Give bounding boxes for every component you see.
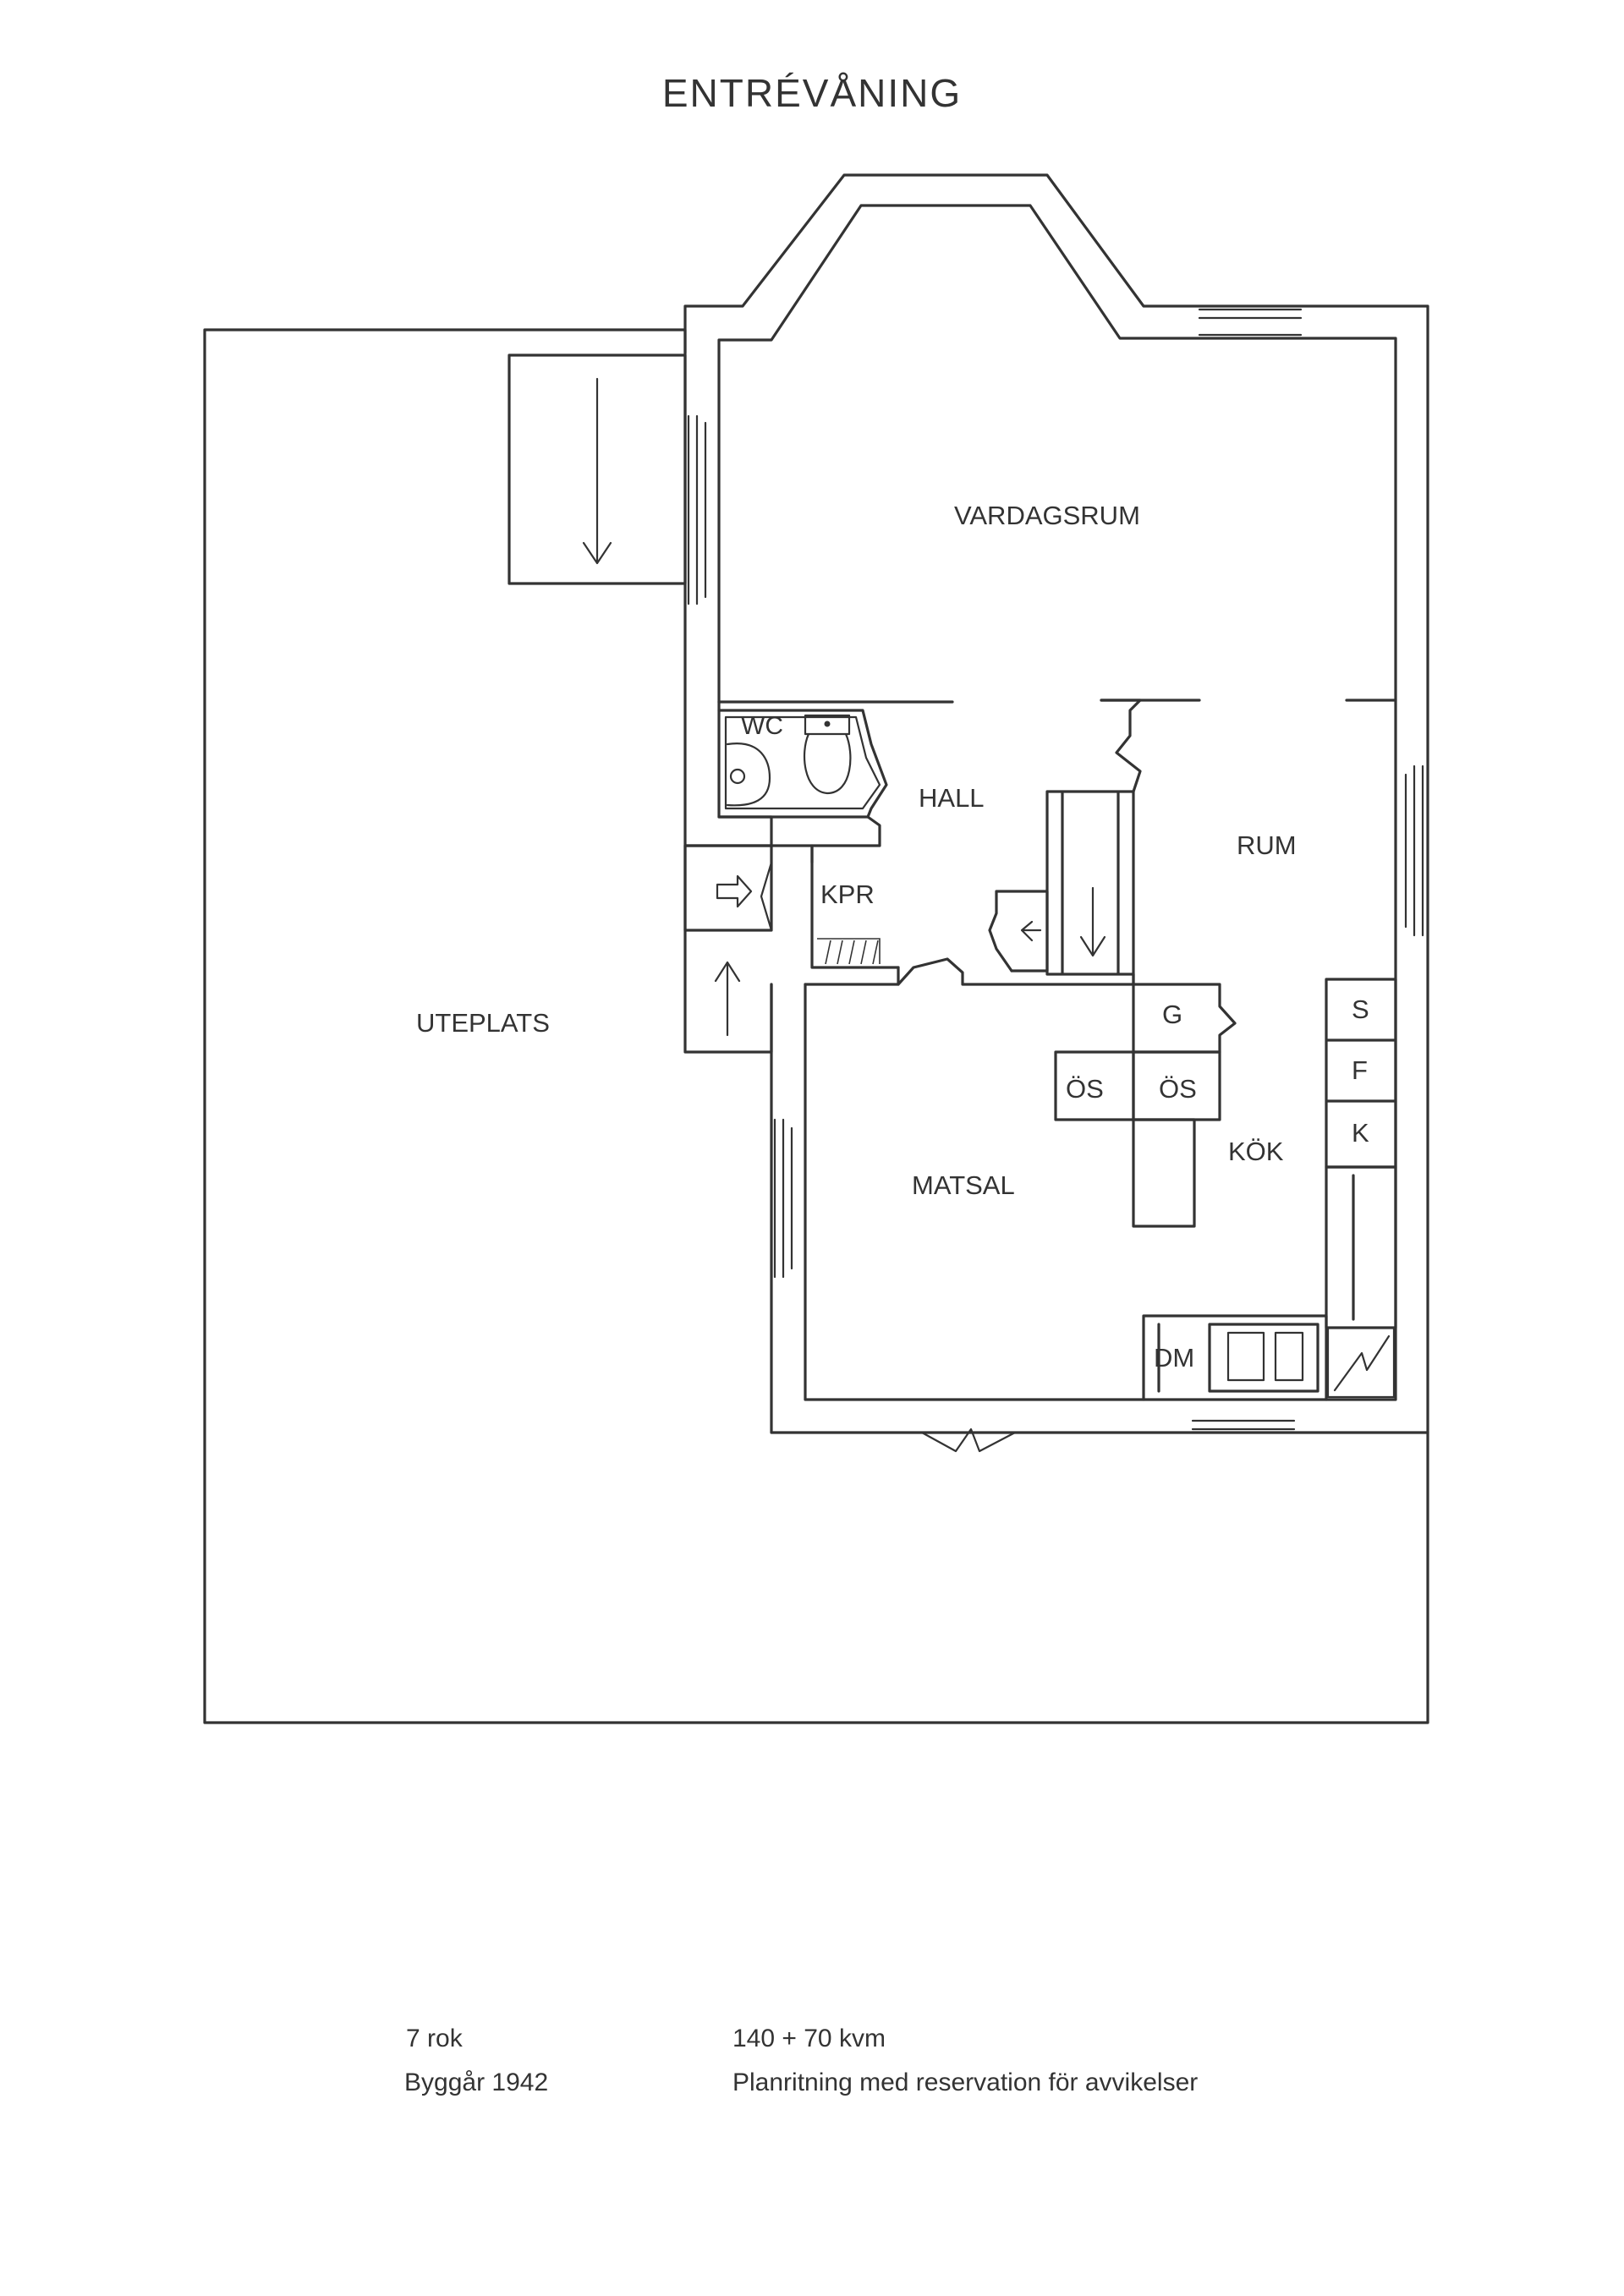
room-kok-label: KÖK	[1228, 1137, 1284, 1166]
footer-area: 140 + 70 kvm	[732, 2025, 886, 2052]
wall-rum-kitchen	[1132, 973, 1237, 1054]
wall-vardagsrum-hall	[717, 699, 1397, 704]
stove-icon	[1326, 1326, 1396, 1399]
kitchen-island	[1132, 1118, 1196, 1228]
entrance-arrow-icon	[716, 874, 753, 908]
room-kpr-label: KPR	[820, 879, 875, 909]
room-rum-label: RUM	[1237, 830, 1297, 860]
appliance-dm-label: DM	[1154, 1343, 1195, 1373]
cabinet-os-right-label: ÖS	[1159, 1074, 1197, 1104]
sink-drain-icon	[729, 768, 746, 785]
plan-title: ENTRÉVÅNING	[661, 70, 963, 115]
terrace-outline	[203, 328, 1429, 1724]
closet-arrow-icon	[1020, 920, 1042, 942]
cabinet-g-label: G	[1162, 1000, 1183, 1029]
kpr-walls	[810, 815, 900, 969]
counter-bottom	[1142, 1314, 1328, 1401]
stairs-top-arrow	[582, 377, 612, 565]
closet-small	[988, 890, 1049, 973]
sink-double-icon	[1226, 1331, 1304, 1382]
cabinet-os-right	[1132, 1050, 1221, 1121]
toilet-button-icon	[824, 721, 831, 727]
exterior-wall-outer	[683, 173, 1429, 1434]
window-left-matsal	[773, 1118, 793, 1279]
footer-rooms: 7 rok	[406, 2025, 463, 2052]
cabinet-os-left-label: ÖS	[1066, 1074, 1104, 1104]
toilet-icon	[803, 714, 852, 795]
stairs-top	[508, 353, 687, 585]
wardrobe-hatch	[817, 938, 881, 965]
room-hall-label: HALL	[919, 783, 985, 813]
appliance-f-label: F	[1352, 1055, 1368, 1085]
sink-icon	[726, 743, 771, 807]
door-bottom-matsal	[920, 1427, 1017, 1453]
footer-built: Byggår 1942	[404, 2069, 549, 2096]
window-top-right	[1198, 308, 1303, 337]
appliance-s-label: S	[1352, 995, 1369, 1024]
window-left-vardagsrum	[687, 414, 707, 606]
footer-disclaimer: Planritning med reservation för avvikels…	[732, 2069, 1199, 2096]
wall-hall-left	[770, 844, 814, 864]
stair-down	[1045, 790, 1135, 976]
room-wc-label: WC	[741, 712, 783, 740]
room-uteplats-label: UTEPLATS	[416, 1008, 550, 1038]
steps-up-arrow	[714, 961, 741, 1037]
stair-down-arrow	[1079, 886, 1106, 957]
window-right-rum	[1404, 764, 1424, 937]
room-vardagsrum-label: VARDAGSRUM	[954, 501, 1140, 530]
room-matsal-label: MATSAL	[912, 1170, 1015, 1200]
entrance-box	[683, 844, 773, 932]
appliance-k-label: K	[1352, 1118, 1369, 1148]
wc-inner	[724, 715, 881, 810]
window-bottom-kitchen	[1191, 1419, 1296, 1431]
wall-hall-rum	[1100, 699, 1142, 793]
entrance-door	[760, 861, 773, 932]
counter-right	[1325, 1165, 1397, 1329]
exterior-wall-inner	[717, 204, 1397, 1401]
wall-kpr-matsal	[804, 957, 1135, 986]
